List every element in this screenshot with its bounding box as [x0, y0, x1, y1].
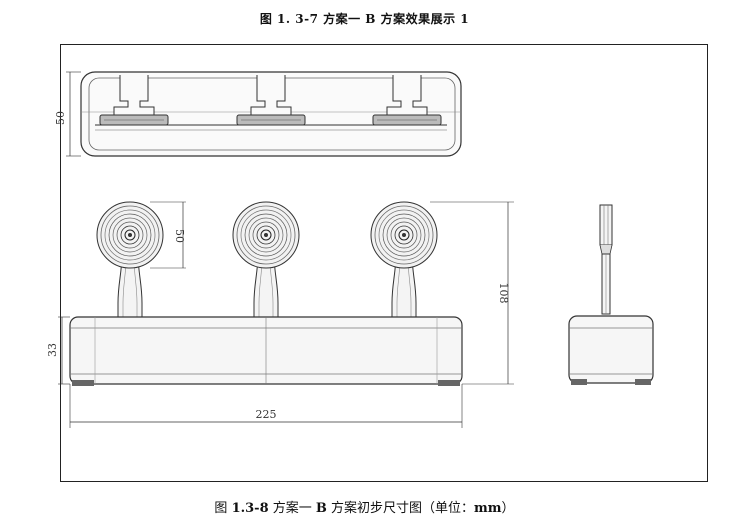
drawing-frame [60, 44, 708, 482]
top-view: 50 [54, 71, 462, 157]
caption-unit: mm [474, 501, 502, 516]
dim-overall-height: 108 [497, 283, 510, 304]
caption-number: 1.3-8 [231, 501, 269, 516]
caption-letter: B [315, 501, 327, 516]
caption-middle: 方案一 [268, 501, 316, 516]
figure-caption-top: 图 1. 3-7 方案一 B 方案效果展示 1 [259, 12, 470, 26]
figure-caption-bottom: 图 1.3-8 方案一 B 方案初步尺寸图（单位：mm） [0, 497, 729, 516]
dim-base-height: 33 [46, 343, 59, 357]
caption-suffix: 方案初步尺寸图（单位： [326, 501, 475, 516]
caption-close: ） [501, 501, 515, 516]
dim-total-width: 225 [256, 408, 277, 421]
side-view [568, 204, 654, 385]
dim-top-view-height: 50 [54, 111, 67, 125]
caption-prefix: 图 [214, 501, 232, 516]
front-view: 50 108 33 225 [46, 201, 514, 428]
dim-knob-diameter: 50 [173, 229, 186, 243]
